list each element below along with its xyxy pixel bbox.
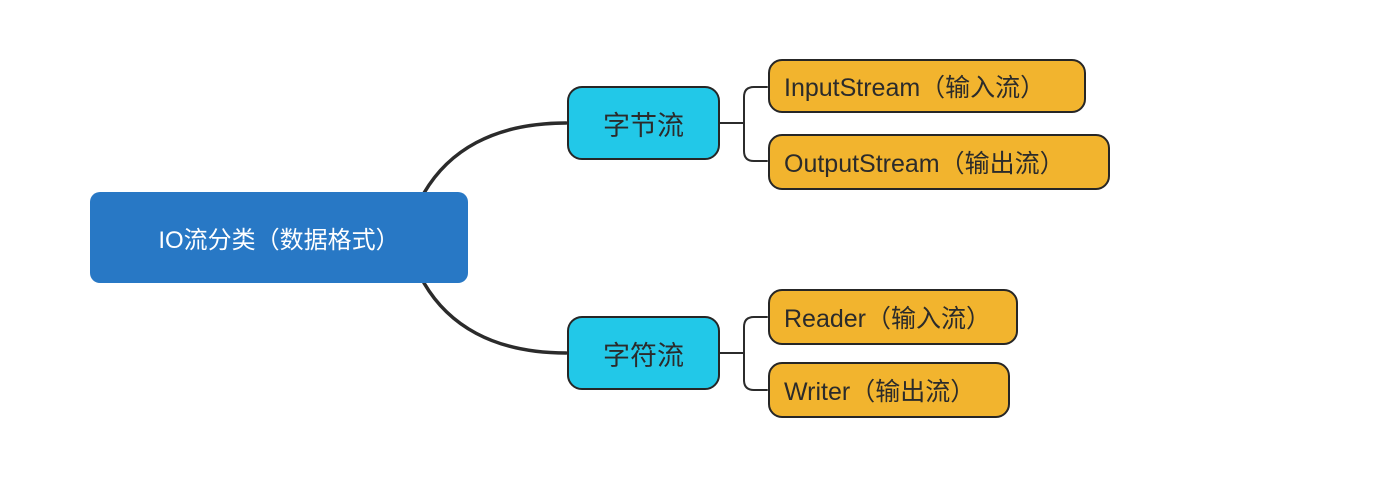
node-char-stream[interactable]: 字符流 [567, 316, 720, 390]
node-inputstream-label: InputStream（输入流） [784, 74, 1046, 102]
bracket-byte-stream-children [743, 86, 768, 162]
node-byte-stream[interactable]: 字节流 [567, 86, 720, 160]
node-byte-stream-label: 字节流 [603, 110, 684, 141]
bracket-char-stream-children [743, 316, 768, 391]
node-outputstream-label: OutputStream（输出流） [784, 150, 1065, 178]
node-outputstream[interactable]: OutputStream（输出流） [768, 134, 1110, 190]
node-inputstream[interactable]: InputStream（输入流） [768, 59, 1086, 113]
node-root-label: IO流分类（数据格式） [158, 227, 400, 254]
node-reader-label: Reader（输入流） [784, 305, 991, 333]
curve-root-to-char-stream [422, 281, 568, 355]
node-reader[interactable]: Reader（输入流） [768, 289, 1018, 345]
node-char-stream-label: 字符流 [603, 340, 684, 371]
node-root-io-classification[interactable]: IO流分类（数据格式） [90, 192, 468, 283]
node-writer[interactable]: Writer（输出流） [768, 362, 1010, 418]
node-writer-label: Writer（输出流） [784, 378, 976, 406]
curve-root-to-byte-stream [422, 121, 568, 195]
